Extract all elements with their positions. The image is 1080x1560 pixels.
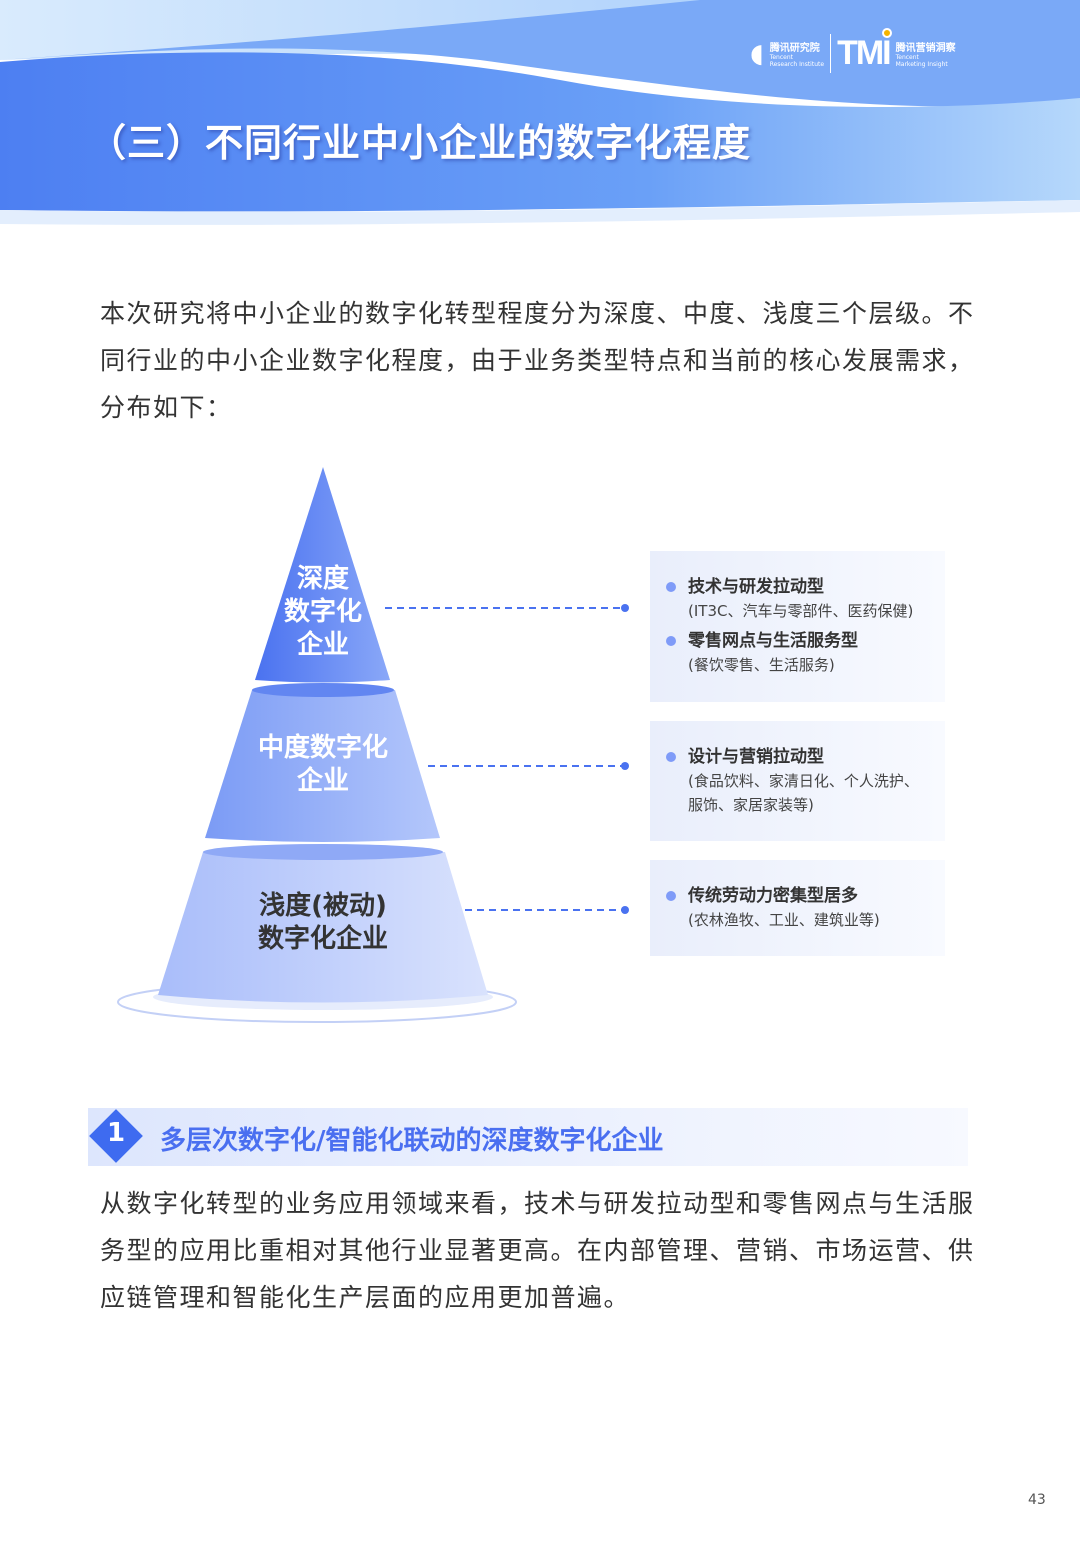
- industry-card-deep: 技术与研发拉动型 (IT3C、汽车与零部件、医药保健) 零售网点与生活服务型 (…: [650, 551, 945, 702]
- industry-card-medium: 设计与营销拉动型 (食品饮料、家清日化、个人洗护、服饰、家居家装等): [650, 721, 945, 841]
- card-item-title: 技术与研发拉动型: [666, 575, 945, 599]
- pyramid-level-shallow: [158, 852, 488, 1003]
- pyramid-label-shallow: 浅度(被动)数字化企业: [257, 891, 388, 954]
- page-title: （三）不同行业中小企业的数字化程度: [88, 121, 752, 165]
- section-title: 多层次数字化/智能化联动的深度数字化企业: [160, 1126, 664, 1156]
- pyramid-label-medium: 中度数字化企业: [257, 733, 388, 796]
- industry-card-shallow: 传统劳动力密集型居多 (农林渔牧、工业、建筑业等): [650, 860, 945, 956]
- tmi-logo: TMI: [830, 28, 892, 73]
- logo-text: 腾讯营销洞察: [895, 43, 956, 54]
- logo-text: 腾讯研究院: [769, 43, 820, 54]
- header-banner: [0, 0, 1080, 240]
- card-item-title: 零售网点与生活服务型: [666, 629, 945, 653]
- section-number: 1: [106, 1118, 126, 1148]
- card-item-sub: (食品饮料、家清日化、个人洗护、服饰、家居家装等): [688, 772, 919, 814]
- logo-text: Tencent: [895, 54, 919, 61]
- logo-text: Research Institute: [769, 61, 825, 68]
- card-item-sub: (餐饮零售、生活服务): [688, 656, 835, 674]
- card-item-sub: (农林渔牧、工业、建筑业等): [688, 911, 880, 929]
- tencent-research-logo-icon: ◖: [750, 38, 764, 69]
- logo-text: Marketing Insight: [895, 61, 948, 68]
- body-paragraph: 从数字化转型的业务应用领域来看，技术与研发拉动型和零售网点与生活服务型的应用比重…: [100, 1189, 975, 1312]
- pyramid-level-deep: [255, 467, 390, 683]
- card-item-title: 设计与营销拉动型: [666, 745, 933, 769]
- header-logos: ◖ 腾讯研究院 Tencent Research Institute TMI 腾…: [750, 28, 956, 73]
- pyramid-label-deep: 深度数字化企业: [283, 564, 362, 660]
- logo-text: Tencent: [769, 54, 793, 61]
- card-item-sub: (IT3C、汽车与零部件、医药保健): [688, 602, 914, 620]
- page-number: 43: [1028, 1492, 1046, 1508]
- pyramid-diagram: [117, 467, 629, 1023]
- card-item-title: 传统劳动力密集型居多: [666, 884, 945, 908]
- intro-paragraph: 本次研究将中小企业的数字化转型程度分为深度、中度、浅度三个层级。不同行业的中小企…: [100, 299, 975, 422]
- section-heading-bar: [88, 1108, 968, 1166]
- pyramid-level-medium: [205, 690, 440, 842]
